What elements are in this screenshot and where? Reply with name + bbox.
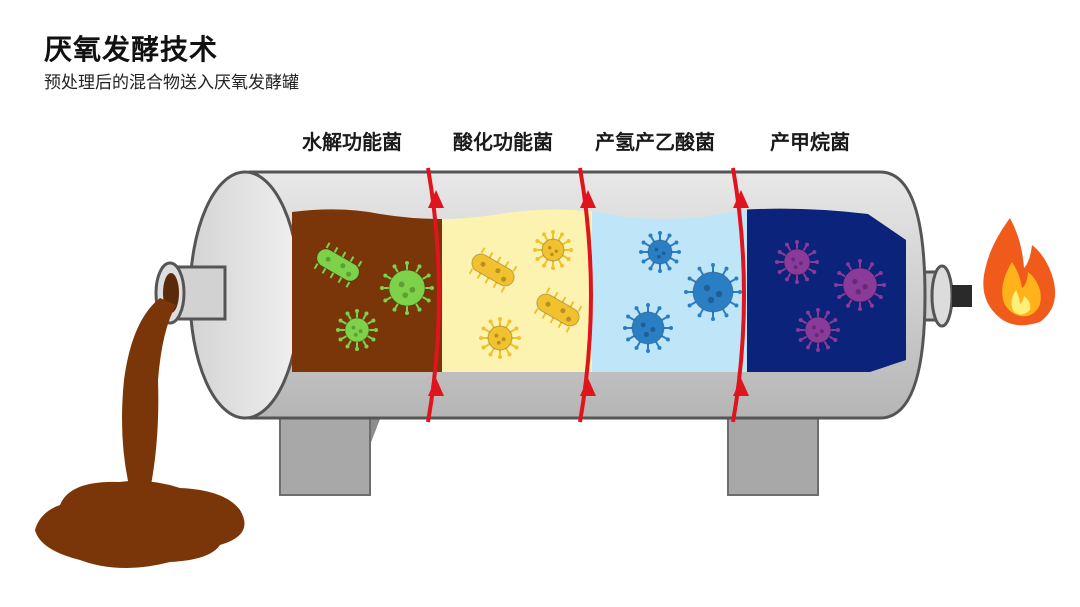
flow-arrow-head-icon xyxy=(580,378,596,396)
microbe-icon xyxy=(313,242,363,288)
microbe-icon xyxy=(834,259,886,311)
chamber-acidification xyxy=(442,208,592,372)
flow-arrow-head-icon xyxy=(428,190,444,208)
liquid-chambers xyxy=(292,208,906,372)
microbe-icon xyxy=(623,303,673,353)
microbe-icon xyxy=(468,247,518,293)
microbe-icon xyxy=(479,317,521,359)
microbe-icon xyxy=(684,263,742,321)
stage-label-acetogenesis: 产氢产乙酸菌 xyxy=(595,130,715,154)
page-subtitle: 预处理后的混合物送入厌氧发酵罐 xyxy=(44,73,299,93)
microbe-icon xyxy=(380,261,434,315)
microbe-icon xyxy=(533,230,573,270)
stage-label-acidification: 酸化功能菌 xyxy=(453,130,553,154)
microbe-icon xyxy=(796,308,840,352)
stage-label-methanogenesis: 产甲烷菌 xyxy=(770,130,850,154)
stage-label-hydrolysis: 水解功能菌 xyxy=(302,130,402,154)
microbes xyxy=(313,230,886,359)
microbe-icon xyxy=(639,231,681,273)
flow-arrow-head-icon xyxy=(428,378,444,396)
microbe-icon xyxy=(775,240,819,284)
flame-icon xyxy=(983,218,1056,326)
flow-arrow-head-icon xyxy=(580,190,596,208)
microbe-icon xyxy=(533,287,583,333)
microbe-icon xyxy=(336,309,378,351)
pouring-sludge xyxy=(35,298,245,569)
flow-arrow-head-icon xyxy=(733,190,749,208)
flow-arrows xyxy=(426,167,749,423)
flow-arrow-head-icon xyxy=(733,378,749,396)
page-title: 厌氧发酵技术 xyxy=(44,33,219,66)
